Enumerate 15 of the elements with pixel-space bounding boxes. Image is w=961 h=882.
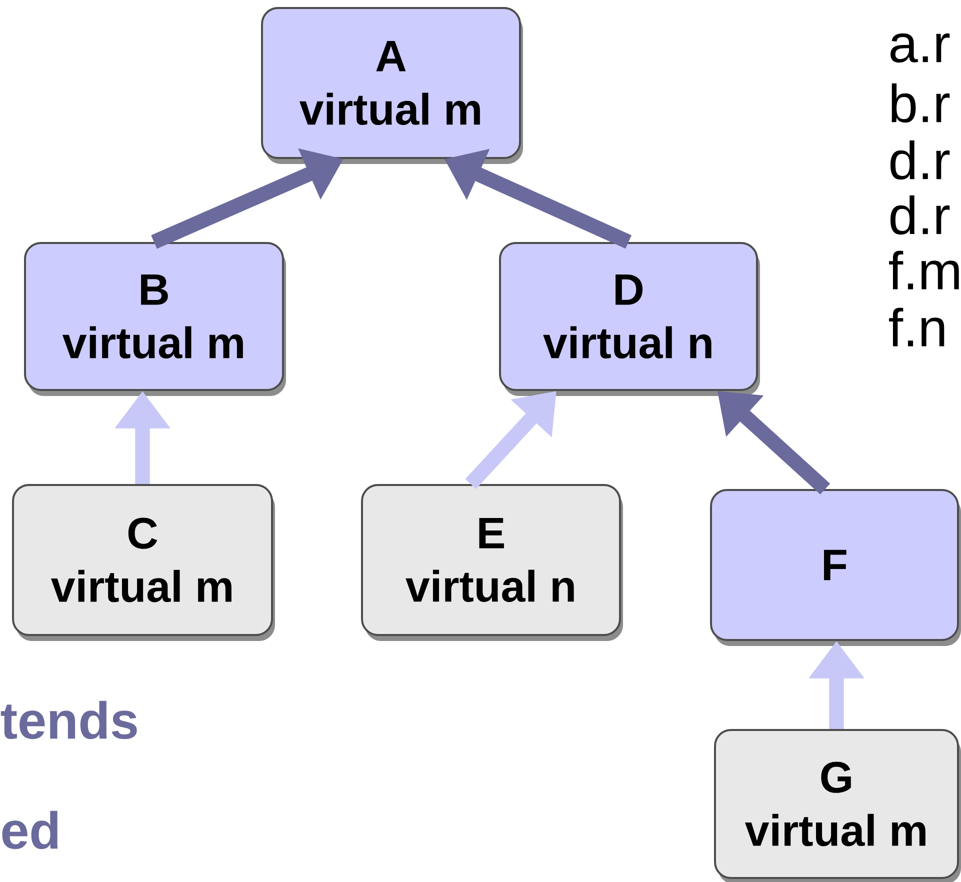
member-text: f.m <box>889 250 959 290</box>
class-box: B virtual m <box>24 242 286 396</box>
note-text: ed <box>2 810 58 850</box>
note-text: tends <box>0 700 137 740</box>
class-box: D virtual n <box>499 242 760 396</box>
class-box: E virtual n <box>361 484 623 641</box>
member-text: f.n <box>889 308 944 346</box>
class-box: C virtual m <box>12 484 275 641</box>
member-text: a.r <box>890 33 950 63</box>
member-text: d.r <box>890 195 950 235</box>
class-box: G virtual m <box>714 729 961 882</box>
class-box: A virtual m <box>261 7 523 164</box>
class-box: F <box>710 489 961 646</box>
member-text: d.r <box>890 140 950 180</box>
member-text: b.r <box>892 83 950 123</box>
